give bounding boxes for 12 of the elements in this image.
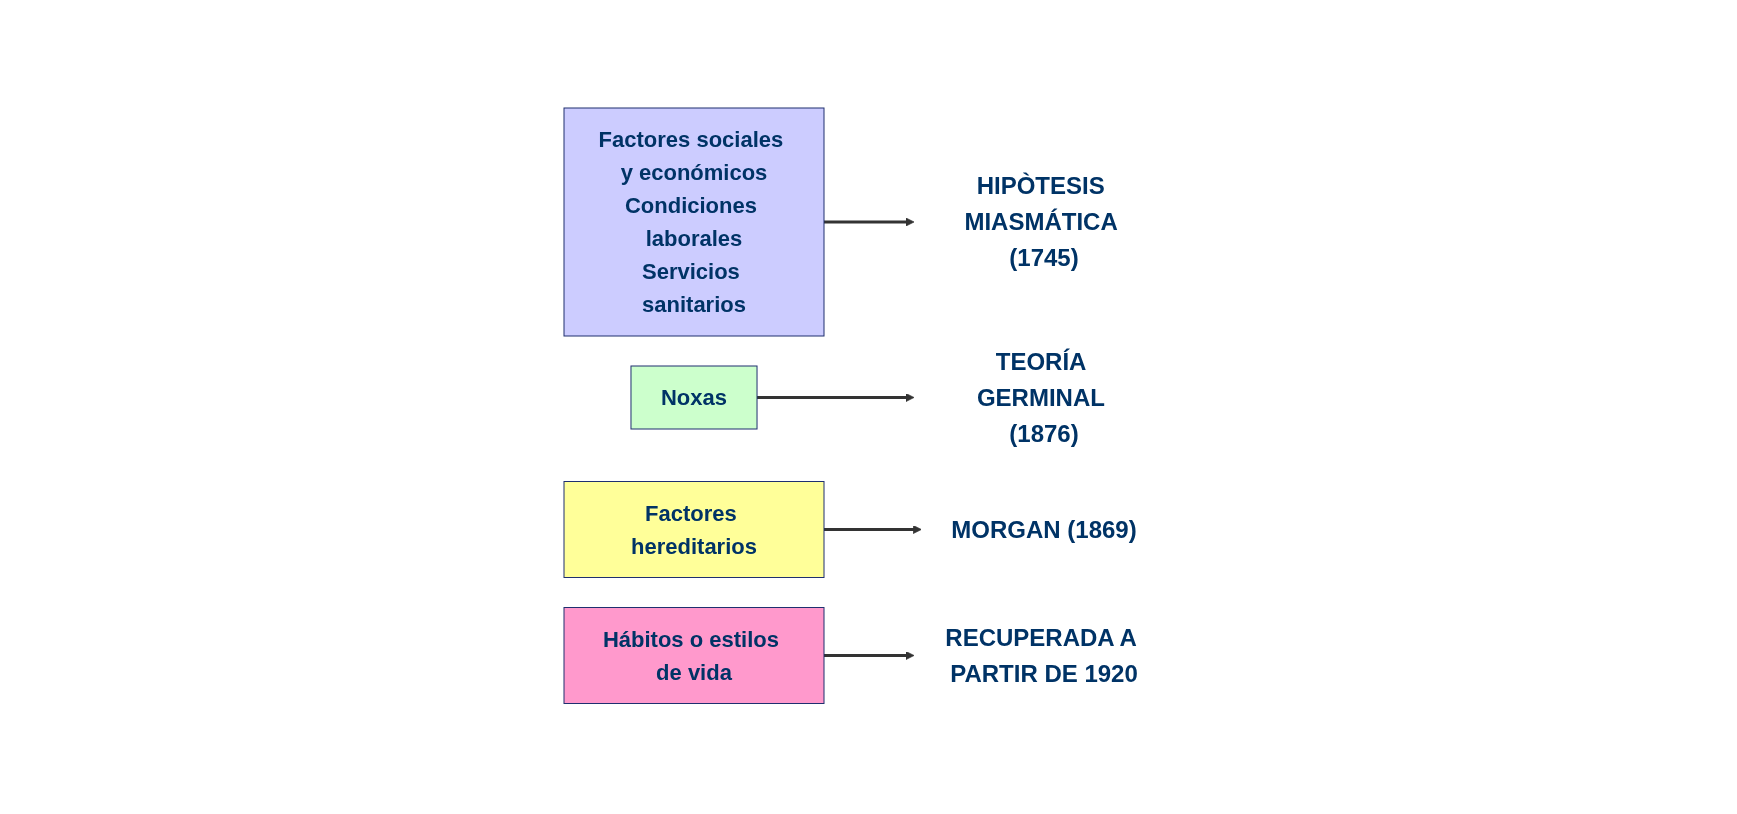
arrow bbox=[823, 524, 922, 534]
node-text: MORGAN (1869) bbox=[950, 515, 1137, 543]
arrow bbox=[756, 392, 914, 402]
arrow bbox=[823, 217, 914, 227]
node-box: Noxas bbox=[630, 365, 757, 430]
node-box: Factores hereditarios bbox=[563, 480, 824, 578]
node-box: Hábitos o estilos de vida bbox=[563, 606, 824, 704]
node-text: TEORÍA GERMINAL (1876) bbox=[976, 347, 1104, 447]
arrow bbox=[823, 650, 914, 660]
node-text: HIPÒTESIS MIASMÁTICA (1745) bbox=[963, 171, 1117, 271]
node-box: Factores sociales y económicos Condiciones laborales Servicios sanitarios bbox=[563, 107, 824, 337]
node-text: RECUPERADA A PARTIR DE 1920 bbox=[944, 623, 1138, 687]
